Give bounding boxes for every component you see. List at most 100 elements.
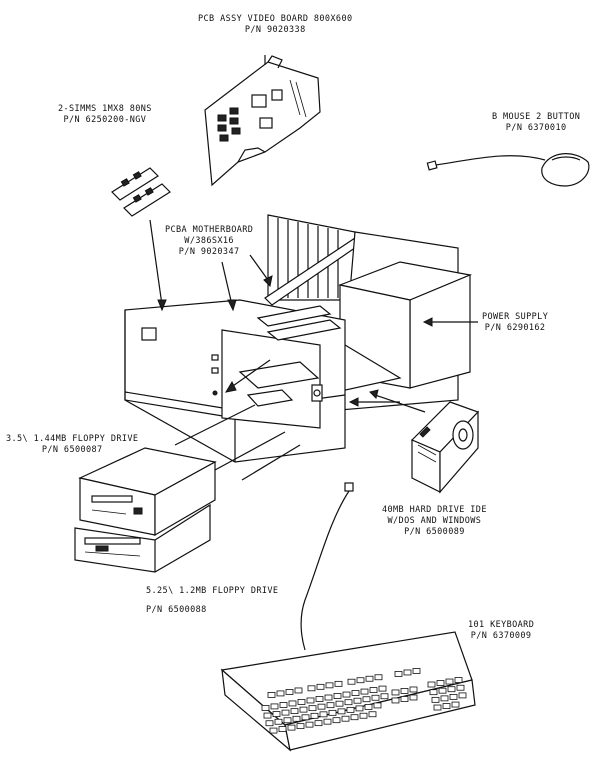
keyboard-key [394,671,403,677]
keyboard-key [279,702,288,708]
video-board-label: PCB ASSY VIDEO BOARD 800X600 P/N 9020338 [198,14,353,36]
keyboard-key [308,705,317,712]
motherboard-label: PCBA MOTHERBOARD W/386SX16 P/N 9020347 [165,225,253,258]
harddrive-sub: W/DOS AND WINDOWS [387,516,482,526]
floppy35-drawing [78,447,217,537]
keyboard-key [431,696,440,703]
keyboard-key [316,683,325,690]
keyboard-key [319,711,328,718]
keyboard-key [380,693,389,700]
harddrive-name: 40MB HARD DRIVE IDE [382,505,487,515]
hard-drive-drawing [410,401,480,494]
keyboard-key [440,695,449,702]
keyboard-key [276,690,285,697]
keyboard-key [314,720,323,727]
keyboard-key [445,678,454,685]
floppy525-pn: P/N 6500088 [146,605,207,615]
keyboard-key [351,690,360,696]
keyboard-name: 101 KEYBOARD [468,620,535,630]
keyboard-key [442,703,451,709]
leader-lines [149,55,478,481]
keyboard-key [265,720,274,727]
keyboard-key [409,686,418,693]
motherboard-pn: P/N 9020347 [178,247,240,257]
keyboard-key [449,693,458,700]
keyboard-key [458,692,467,699]
floppy525-name: 5.25\ 1.2MB FLOPPY DRIVE [146,586,279,596]
power-supply-pn: P/N 6290162 [484,323,546,333]
motherboard-name: PCBA MOTHERBOARD [165,225,254,235]
keyboard-key [433,704,442,711]
keyboard-key [341,715,350,722]
keyboard-key [301,714,310,721]
keyboard-key [344,699,353,706]
keyboard-key [290,708,299,715]
keyboard-key [355,705,364,712]
keyboard-key [267,692,276,698]
harddrive-pn: P/N 6500089 [404,527,465,537]
keyboard-key [333,693,342,699]
keyboard-key [409,694,418,701]
video-board-drawing [204,55,321,187]
simms-name: 2-SIMMS 1MX8 80NS [58,104,152,114]
keyboard-key [400,696,409,702]
mouse-drawing [426,153,590,187]
keyboard-key [337,708,346,715]
keyboard-key [328,709,337,716]
keyboard-key [335,700,344,707]
simms-pn: P/N 6250200-NGV [63,115,147,125]
keyboard-key [429,689,438,696]
simms-drawing [111,167,171,217]
keyboard-key [362,696,371,703]
keyboard-key [391,697,400,704]
keyboard-key [281,709,290,716]
keyboard-key [288,700,297,707]
keyboard-key [359,712,368,719]
keyboard-key [373,702,382,709]
keyboard-key [451,701,460,708]
keyboard-key [334,680,343,687]
keyboard-key [272,711,281,717]
keyboard-key [353,697,362,704]
floppy525-drawing [74,503,211,573]
keyboard-key [287,724,296,731]
keyboard-key [299,706,308,713]
keyboard-key [447,686,456,693]
keyboard-key [315,696,324,702]
keyboard-key [438,687,447,694]
floppy35-name: 3.5\ 1.44MB FLOPPY DRIVE [6,434,139,444]
keyboard-pn: P/N 6370009 [470,631,532,641]
keyboard-key [332,717,341,724]
video-board-name: PCB ASSY VIDEO BOARD 800X600 [198,14,353,24]
keyboard-key [325,682,334,689]
keyboard-key [305,721,314,728]
keyboard-key [297,699,306,705]
keyboard-key [324,694,333,701]
keyboard-key [427,681,436,688]
keyboard-key [326,702,335,709]
keyboard-key [317,703,326,710]
keyboard-label: 101 KEYBOARD P/N 6370009 [468,620,534,642]
keyboard-key [294,687,303,694]
keyboard-key [403,669,412,676]
keyboard-key [350,714,359,721]
keyboard-key [365,675,374,682]
video-board-pn: P/N 9020338 [244,25,306,35]
keyboard-key [374,674,383,681]
keyboard-key [296,723,305,730]
keyboard-keys [261,668,467,734]
keyboard-key [285,689,294,695]
keyboard-key [274,718,283,725]
keyboard-key [307,685,316,692]
keyboard-key [368,711,377,718]
keyboard-key [412,668,421,674]
power-supply-name: POWER SUPPLY [482,312,549,322]
keyboard-key [346,706,355,713]
keyboard-drawing [220,482,476,752]
mouse-pn: P/N 6370010 [505,123,567,133]
mouse-name: B MOUSE 2 BUTTON [492,112,581,122]
keyboard-key [283,717,292,724]
keyboard-key [310,712,319,719]
keyboard-key [263,712,272,719]
